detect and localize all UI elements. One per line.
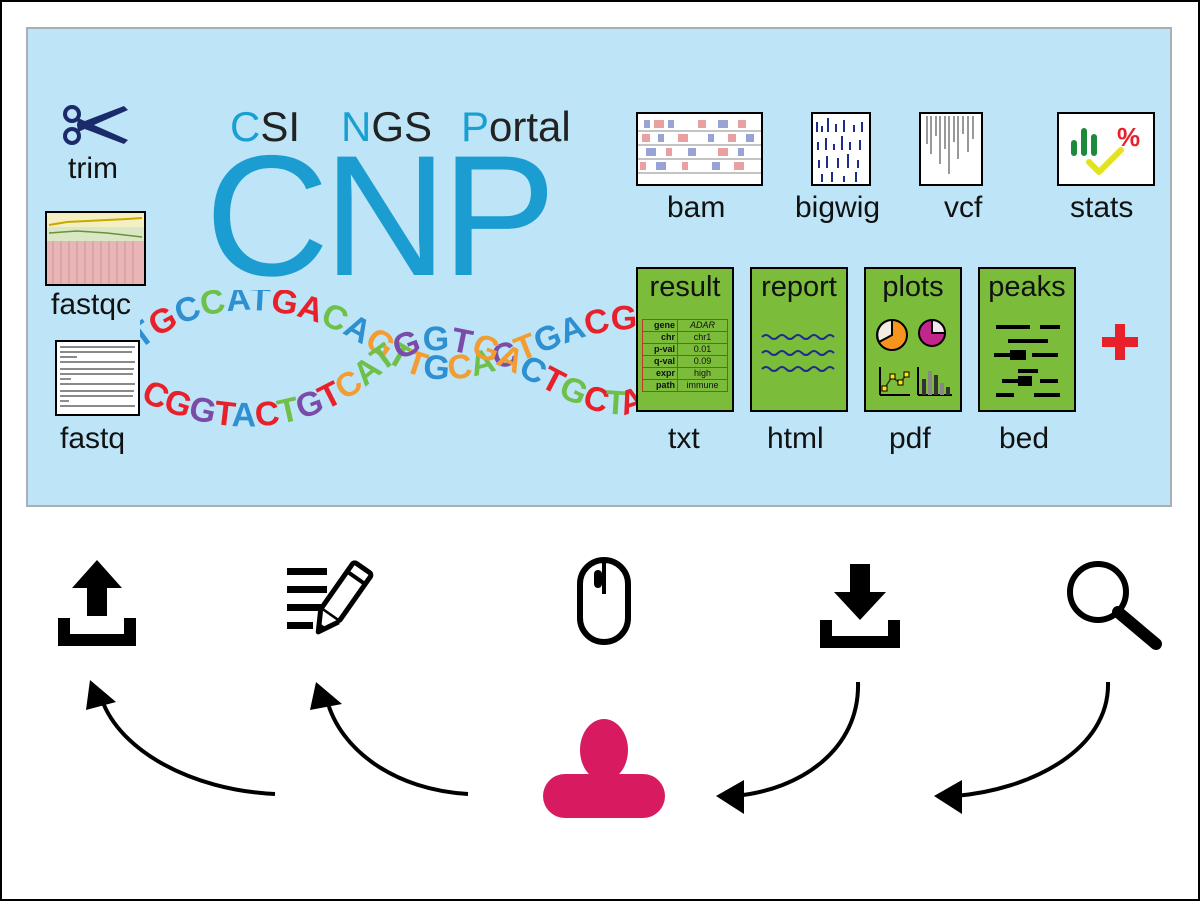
dna-base: T — [248, 290, 271, 319]
fastq-thumbnail — [55, 340, 140, 416]
search-icon[interactable] — [1062, 556, 1166, 654]
peaks-card-title: peaks — [988, 271, 1066, 303]
html-label: html — [767, 422, 824, 455]
dna-base: C — [253, 394, 281, 434]
dna-strands: TGCCATGACAGTTGCACTGACGATCC CGGTACTGTCATG… — [140, 290, 640, 435]
report-waves — [761, 334, 835, 372]
result-table-key: chr — [642, 331, 678, 344]
vcf-label: vcf — [944, 191, 983, 224]
plots-card-title: plots — [882, 271, 944, 303]
title-csi: CSI — [230, 103, 300, 151]
title-portal-rest: ortal — [489, 103, 571, 150]
title-csi-rest: SI — [260, 103, 301, 150]
dna-base: A — [231, 396, 256, 434]
result-table-key: expr — [642, 367, 678, 380]
title-portal: Portal — [461, 103, 571, 151]
result-table-value: 0.01 — [677, 343, 728, 356]
cnp-logo: CNP — [205, 120, 556, 312]
bam-thumbnail — [636, 112, 763, 186]
dna-base: C — [140, 290, 152, 298]
pdf-label: pdf — [889, 422, 931, 455]
result-table-key: path — [642, 379, 678, 392]
result-table-value: ADAR — [677, 319, 728, 332]
bed-label: bed — [999, 422, 1050, 455]
mouse-icon[interactable] — [576, 556, 632, 646]
txt-label: txt — [668, 422, 700, 455]
dna-base: T — [140, 290, 151, 298]
vcf-thumbnail — [919, 112, 983, 186]
dna-base: C — [445, 347, 474, 388]
stats-thumbnail: % — [1057, 112, 1155, 186]
dna-base: C — [140, 290, 152, 298]
dna-base: G — [140, 290, 153, 298]
result-table-key: gene — [642, 319, 678, 332]
peaks-card[interactable]: peaks — [978, 267, 1076, 412]
fastq-label: fastq — [60, 422, 126, 455]
dna-base: G — [140, 290, 153, 298]
user-icon — [541, 710, 667, 820]
scissors-icon — [62, 104, 132, 146]
report-card[interactable]: report — [750, 267, 848, 412]
stats-label: stats — [1070, 191, 1134, 224]
title-ngs-rest: GS — [371, 103, 433, 150]
trim-label: trim — [68, 152, 118, 185]
report-card-title: report — [761, 271, 837, 303]
dna-base: G — [610, 299, 638, 338]
download-icon[interactable] — [816, 562, 904, 652]
plus-icon[interactable] — [1100, 322, 1140, 362]
dna-base: T — [604, 384, 627, 423]
dna-base: A — [225, 290, 251, 319]
result-table-value: immune — [677, 379, 728, 392]
result-table-value: high — [677, 367, 728, 380]
dna-base: A — [140, 290, 153, 298]
fastqc-label: fastqc — [51, 288, 132, 321]
dna-bottom-strand: CGGTACTGTCATGGTGACTGCTAGG — [140, 290, 640, 435]
result-table-value: 0.09 — [677, 355, 728, 368]
bigwig-label: bigwig — [795, 191, 881, 224]
result-table-value: chr1 — [677, 331, 728, 344]
dna-base: G — [422, 348, 452, 388]
upload-icon[interactable] — [54, 558, 140, 650]
title-csi-initial: C — [230, 103, 261, 150]
title-ngs: NGS — [341, 103, 432, 151]
peaks-tracks — [994, 325, 1060, 397]
result-card-title: result — [649, 271, 721, 303]
bam-label: bam — [667, 191, 726, 224]
edit-icon[interactable] — [285, 560, 393, 644]
result-table-key: q-val — [642, 355, 678, 368]
plots-icons — [876, 318, 952, 396]
workflow-arrows — [86, 680, 1111, 814]
dna-top-strand: TGCCATGACAGTTGCACTGACGATCC — [140, 290, 638, 388]
stats-percent: % — [1117, 122, 1141, 152]
bigwig-thumbnail — [811, 112, 871, 186]
dna-base: G — [422, 320, 449, 359]
title-ngs-initial: N — [341, 103, 372, 150]
plots-card[interactable]: plots — [864, 267, 962, 412]
result-table-key: p-val — [642, 343, 678, 356]
title-portal-initial: P — [461, 103, 490, 150]
fastqc-thumbnail — [45, 211, 146, 286]
